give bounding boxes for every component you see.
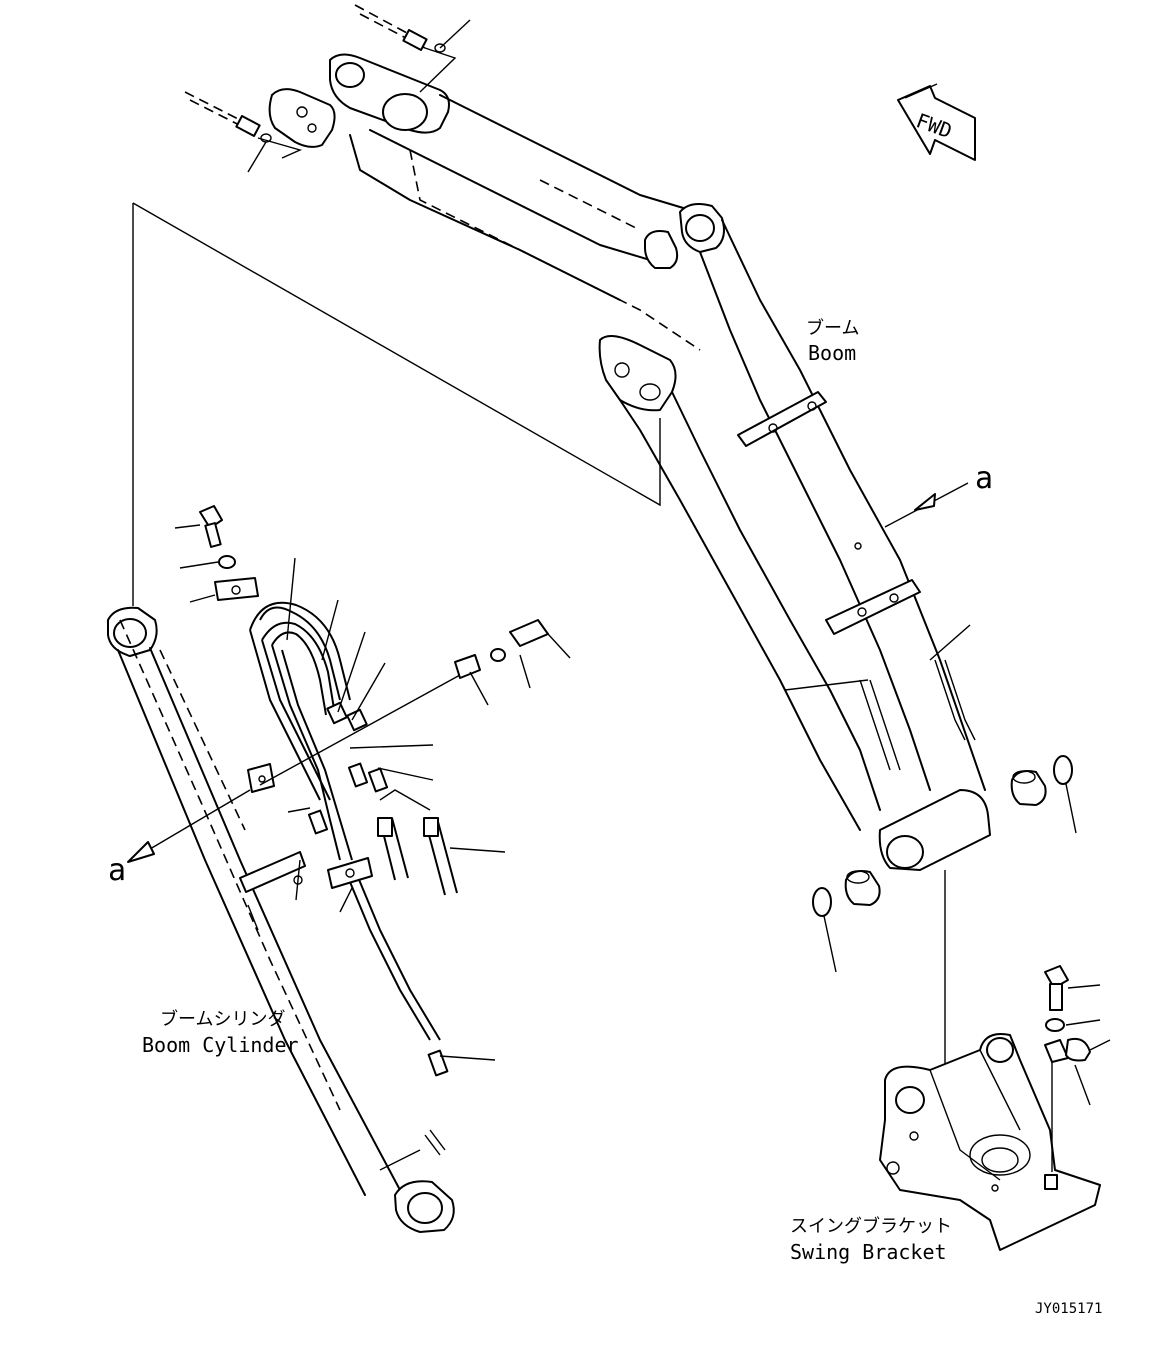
view-a-label-left: a xyxy=(108,853,126,888)
swing-bracket xyxy=(879,1033,1101,1251)
boom-cylinder xyxy=(107,606,455,1233)
hose-assembly xyxy=(249,601,458,1077)
boom-cylinder-label-jp: ブームシリンダ xyxy=(160,1008,285,1030)
swing-bracket-hardware xyxy=(1044,965,1111,1172)
view-a-label-top: a xyxy=(975,461,993,496)
hardware xyxy=(199,505,549,793)
swing-bracket-label-en: Swing Bracket xyxy=(790,1240,947,1264)
boom-label-jp: ブーム xyxy=(806,317,859,339)
leaders-center xyxy=(174,524,571,1061)
pin-hoses-top xyxy=(184,4,471,173)
bushings xyxy=(812,755,1077,1080)
drawing-id: JY015171 xyxy=(1035,1301,1102,1317)
fwd-arrow-icon: FWD xyxy=(897,83,976,161)
boom xyxy=(268,53,991,871)
boom-label-en: Boom xyxy=(808,341,856,365)
reference-lines xyxy=(132,202,661,606)
swing-bracket-label-jp: スイングブラケット xyxy=(790,1215,952,1237)
boom-cylinder-label-en: Boom Cylinder xyxy=(142,1033,299,1057)
